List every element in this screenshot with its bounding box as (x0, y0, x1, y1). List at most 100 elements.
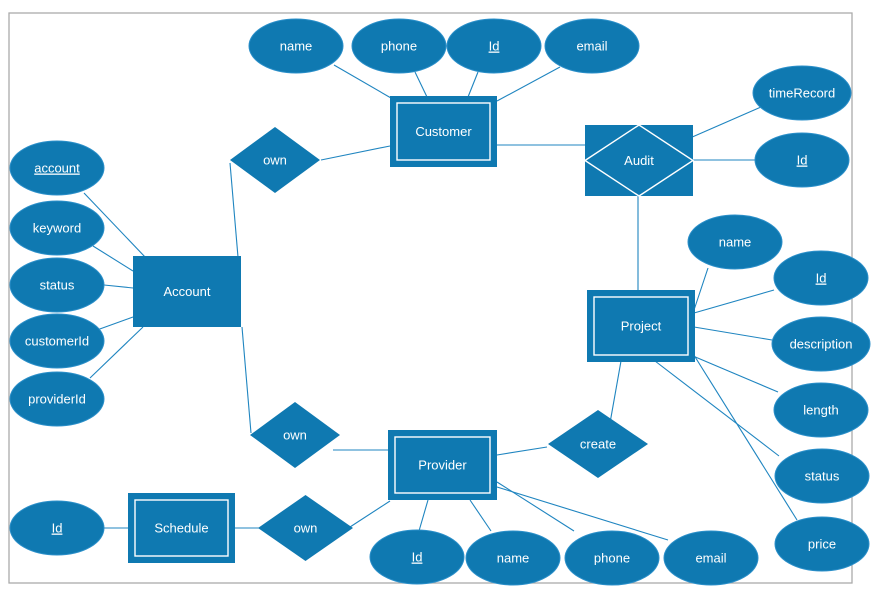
edge-project-attr-id (693, 289, 775, 314)
attribute-project-name: name (687, 214, 783, 270)
entity-label: Customer (415, 124, 472, 139)
edge-create-provider (496, 446, 548, 456)
attribute-label: name (280, 39, 313, 54)
attribute-ellipse (351, 18, 447, 74)
entity-rect (390, 96, 497, 167)
attribute-label: name (719, 235, 752, 250)
edge-project-attr-description (693, 326, 773, 341)
attribute-ellipse (369, 529, 465, 585)
edge-project-attr-name (693, 267, 709, 311)
attribute-label: Id (489, 39, 500, 54)
relationship-create: create (548, 410, 648, 478)
attribute-account-status: status (9, 257, 105, 313)
attribute-account-providerid: providerId (9, 371, 105, 427)
attribute-label: status (40, 278, 75, 293)
attribute-label: timeRecord (769, 86, 835, 101)
attribute-label: account (34, 161, 80, 176)
attribute-ellipse (465, 530, 561, 586)
entity-inner-outline (593, 296, 689, 356)
edge-own3-provider (349, 500, 391, 528)
edge-provider-attr-id (418, 499, 429, 532)
attribute-provider-id: Id (369, 529, 465, 585)
attribute-project-length: length (773, 382, 869, 438)
attribute-ellipse (9, 200, 105, 256)
relationship-label: create (580, 437, 616, 452)
entity-label: Provider (418, 458, 467, 473)
attribute-provider-phone: phone (564, 530, 660, 586)
edge-customer-attr-email (496, 66, 561, 102)
entity-project: Project (587, 290, 695, 362)
attribute-customer-phone: phone (351, 18, 447, 74)
entity-inner-outline (394, 436, 491, 494)
entity-label: Project (621, 319, 662, 334)
relationship-own-schedule-provider: own (258, 495, 353, 561)
attribute-project-price: price (774, 516, 870, 572)
attribute-account-account: account (9, 140, 105, 196)
attribute-provider-email: email (663, 530, 759, 586)
entity-label: Schedule (154, 521, 208, 536)
attribute-ellipse (9, 140, 105, 196)
attribute-label: status (805, 469, 840, 484)
edge-own1-account (229, 162, 239, 258)
attribute-ellipse (774, 448, 870, 504)
attribute-label: providerId (28, 392, 86, 407)
attribute-ellipse (687, 214, 783, 270)
attribute-audit-timerecord: timeRecord (752, 65, 852, 121)
attribute-label: phone (381, 39, 417, 54)
attribute-ellipse (564, 530, 660, 586)
entity-rect (585, 125, 693, 196)
attribute-ellipse (663, 530, 759, 586)
attribute-label: price (808, 537, 836, 552)
entity-rect (133, 256, 241, 327)
attribute-account-customerid: customerId (9, 313, 105, 369)
edge-project-attr-price (691, 351, 798, 521)
relationship-label: own (263, 153, 287, 168)
attribute-label: Id (412, 550, 423, 565)
attribute-label: phone (594, 551, 630, 566)
attribute-label: description (790, 337, 853, 352)
attribute-account-keyword: keyword (9, 200, 105, 256)
relationship-own-account-provider: own (250, 402, 340, 468)
attribute-label: Id (797, 153, 808, 168)
entity-inner-outline (134, 499, 229, 557)
relationship-diamond (230, 127, 320, 193)
attribute-ellipse (773, 250, 869, 306)
edge-account-attr-providerid (89, 326, 144, 379)
relationship-label: own (294, 521, 318, 536)
attribute-ellipse (771, 316, 871, 372)
attribute-label: customerId (25, 334, 89, 349)
attribute-ellipse (248, 18, 344, 74)
entity-account: Account (133, 256, 241, 327)
attribute-project-id: Id (773, 250, 869, 306)
edge-provider-attr-phone (496, 481, 575, 532)
attribute-ellipse (773, 382, 869, 438)
attribute-label: name (497, 551, 530, 566)
entity-rect (128, 493, 235, 563)
entity-rect (587, 290, 695, 362)
entity-inner-outline (396, 102, 491, 161)
attribute-project-status: status (774, 448, 870, 504)
entity-label: Account (164, 284, 211, 299)
edge-account-attr-customerid (96, 316, 134, 331)
edge-customer-attr-name (333, 64, 392, 99)
attribute-provider-name: name (465, 530, 561, 586)
relationship-label: own (283, 428, 307, 443)
relationship-diamond (548, 410, 648, 478)
attribute-ellipse (774, 516, 870, 572)
attribute-schedule-id: Id (9, 500, 105, 556)
entity-provider: Provider (388, 430, 497, 500)
entity-customer: Customer (390, 96, 497, 167)
edge-account-attr-account (83, 192, 147, 259)
edge-provider-attr-email (496, 486, 669, 541)
entity-label: Audit (624, 153, 654, 168)
entity-inner-diamond (583, 124, 695, 197)
edge-account-attr-keyword (92, 245, 134, 272)
edge-project-create (609, 360, 622, 424)
edge-customer-attr-phone (414, 71, 428, 98)
relationship-diamond (250, 402, 340, 468)
attribute-label: Id (52, 521, 63, 536)
attribute-customer-email: email (544, 18, 640, 74)
relationship-diamond (258, 495, 353, 561)
